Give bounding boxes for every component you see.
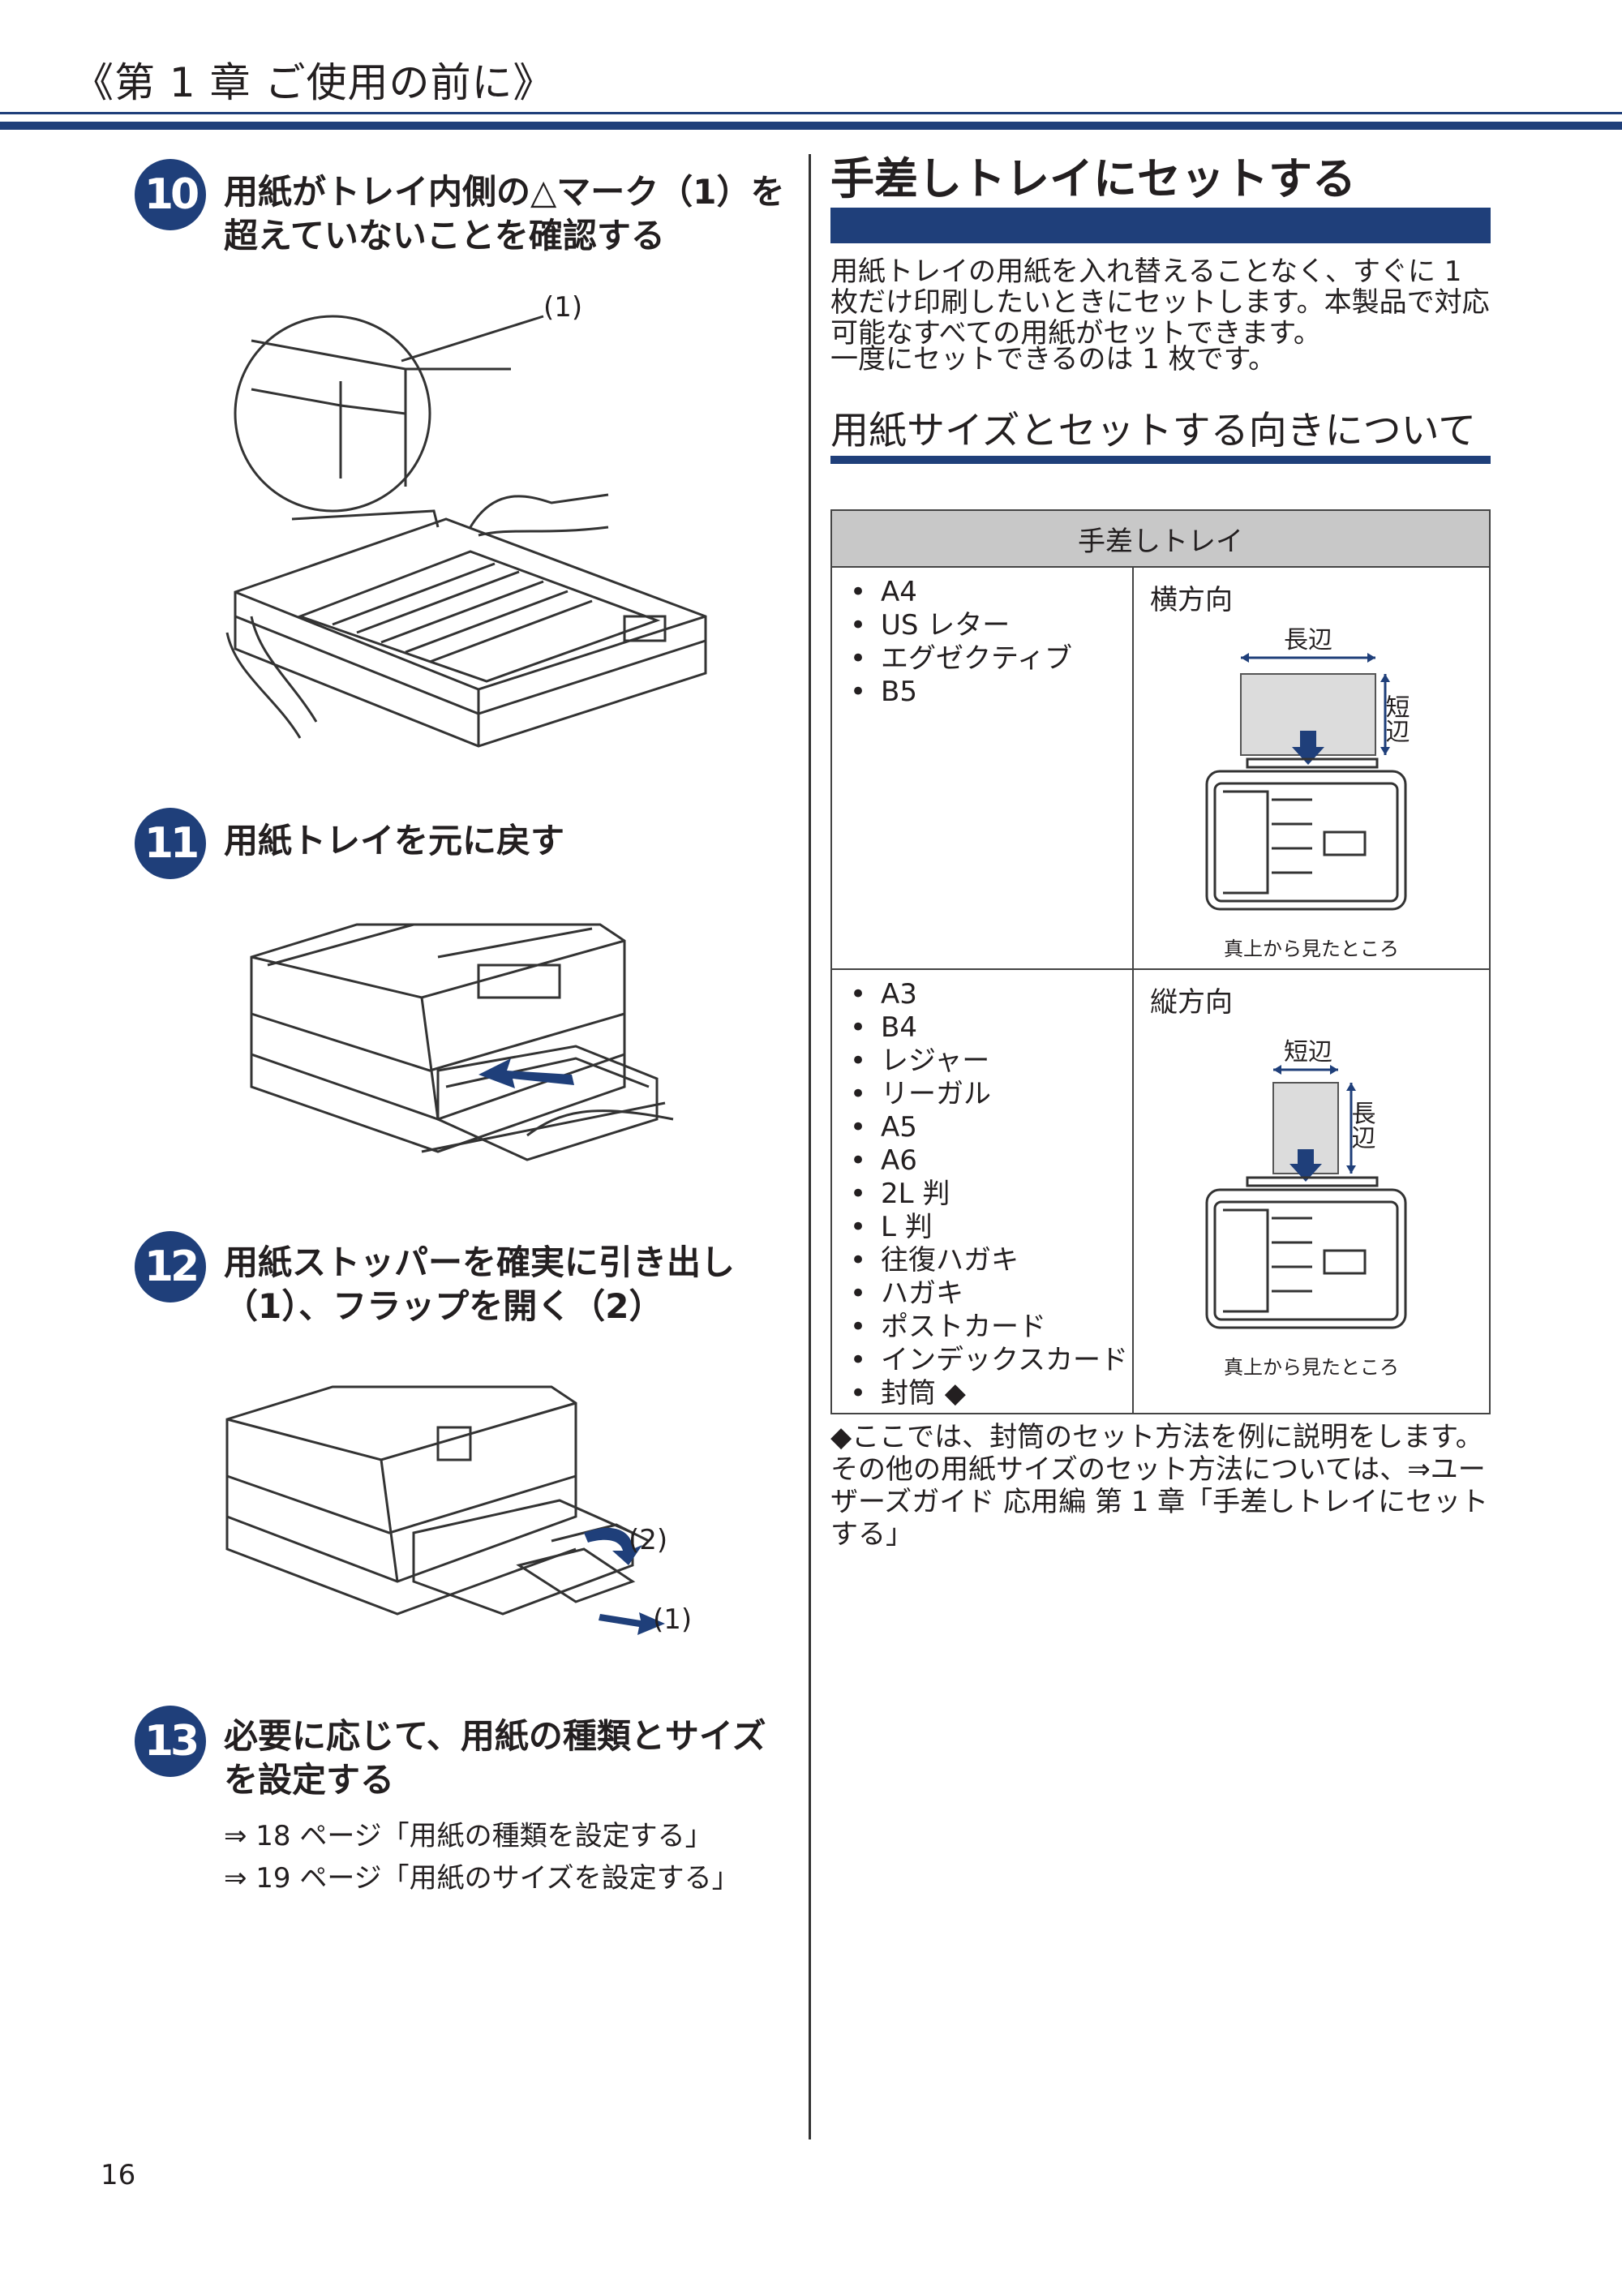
size-list-landscape: A4 US レター エグゼクティブ B5	[830, 566, 1134, 970]
list-item: L 判	[850, 1211, 1132, 1244]
section-band	[830, 208, 1491, 243]
step-13-title: 必要に応じて、用紙の種類とサイズを設定する	[224, 1716, 766, 1800]
header-rule-thin	[0, 112, 1622, 114]
ref-link-18[interactable]: ⇒ 18 ページ「用紙の種類を設定する」	[224, 1820, 713, 1852]
tray-table: 手差しトレイ A4 US レター エグゼクティブ B5 横方向 長辺 短辺	[830, 509, 1491, 1414]
callout-2: (2)	[629, 1524, 667, 1556]
list-item: A5	[850, 1111, 1132, 1144]
subsection-title: 用紙サイズとセットする向きについて	[830, 409, 1477, 453]
chapter-title: 《第 1 章 ご使用の前に》	[73, 59, 555, 106]
list-item: ハガキ	[850, 1277, 1132, 1311]
list-item: 2L 判	[850, 1178, 1132, 1211]
orientation-cell-portrait: 縦方向 短辺 長辺 真上から見たところ	[1132, 968, 1491, 1414]
size-list-portrait: A3 B4 レジャー リーガル A5 A6 2L 判 L 判 往復ハガキ ハガキ…	[830, 968, 1134, 1414]
tray-check-illustration: (1)	[225, 292, 707, 748]
portrait-diagram: 短辺 長辺	[1205, 1038, 1407, 1329]
list-item: インデックスカード	[850, 1344, 1132, 1377]
step-badge-13: 13	[135, 1706, 206, 1777]
short-edge-label: 短辺	[1284, 1038, 1332, 1066]
table-header: 手差しトレイ	[830, 509, 1491, 568]
step-badge-10: 10	[135, 159, 206, 230]
long-edge-label: 長辺	[1284, 626, 1332, 654]
diagram-caption: 真上から見たところ	[1224, 1356, 1399, 1379]
page-number: 16	[101, 2159, 136, 2191]
list-item: エグゼクティブ	[850, 642, 1132, 676]
step-badge-11: 11	[135, 808, 206, 879]
orientation-label: 横方向	[1150, 584, 1233, 616]
step-12-title: 用紙ストッパーを確実に引き出し（1）、フラップを開く（2）	[224, 1242, 736, 1326]
list-item: A3	[850, 978, 1132, 1011]
printer-illustration-2: (2) (1)	[225, 1385, 692, 1636]
orientation-cell-landscape: 横方向 長辺 短辺 真上から見たところ	[1132, 566, 1491, 970]
orientation-label: 縦方向	[1150, 986, 1233, 1019]
step-11-title: 用紙トレイを元に戻す	[224, 821, 565, 860]
landscape-diagram: 長辺 短辺	[1205, 626, 1410, 911]
printer-illustration-1	[250, 923, 674, 1161]
table-row: A4 US レター エグゼクティブ B5 横方向 長辺 短辺	[830, 566, 1491, 970]
column-divider	[809, 154, 811, 2139]
list-item: ポストカード	[850, 1311, 1132, 1344]
list-item: 往復ハガキ	[850, 1244, 1132, 1277]
intro-text-2: 一度にセットできるのは 1 枚です。	[830, 343, 1277, 376]
table-row: A3 B4 レジャー リーガル A5 A6 2L 判 L 判 往復ハガキ ハガキ…	[830, 968, 1491, 1414]
list-item: B4	[850, 1011, 1132, 1045]
intro-text: 用紙トレイの用紙を入れ替えることなく、すぐに 1 枚だけ印刷したいときにセットし…	[830, 255, 1490, 350]
list-item: US レター	[850, 609, 1132, 642]
list-item: B5	[850, 676, 1132, 709]
footnote: ◆ここでは、封筒のセット方法を例に説明をします。その他の用紙サイズのセット方法に…	[830, 1421, 1489, 1551]
diagram-caption: 真上から見たところ	[1224, 938, 1399, 960]
subsection-rule	[830, 456, 1491, 464]
ref-link-19[interactable]: ⇒ 19 ページ「用紙のサイズを設定する」	[224, 1862, 740, 1895]
step-10-title: 用紙がトレイ内側の△マーク（1）を超えていないことを確認する	[224, 172, 785, 255]
callout-1: (1)	[543, 292, 582, 324]
step-badge-12: 12	[135, 1231, 206, 1302]
list-item: A6	[850, 1144, 1132, 1178]
list-item: A4	[850, 576, 1132, 609]
callout-1b: (1)	[653, 1603, 692, 1636]
section-title: 手差しトレイにセットする	[830, 153, 1356, 204]
list-item: レジャー	[850, 1045, 1132, 1078]
list-item: 封筒 ◆	[850, 1377, 1132, 1410]
list-item: リーガル	[850, 1078, 1132, 1111]
header-rule-thick	[0, 122, 1622, 130]
